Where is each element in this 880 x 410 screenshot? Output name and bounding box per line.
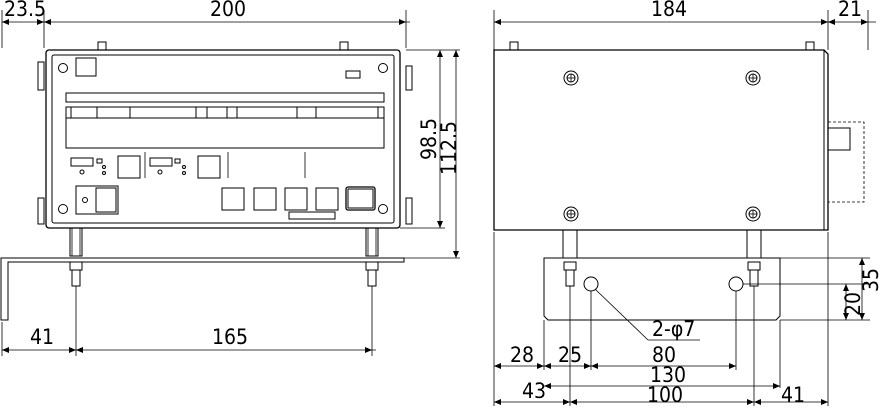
dim-35-text: 35 (859, 268, 880, 292)
led (174, 158, 181, 164)
left-handle-top (37, 61, 45, 91)
slot (70, 106, 98, 119)
mounting-hole (728, 276, 744, 292)
dim-165-text: 165 (212, 325, 248, 349)
top-foot (509, 41, 519, 51)
dim-offset-text: 23.5 (4, 0, 46, 21)
key-button-large[interactable] (345, 186, 376, 211)
dim-21-text: 21 (838, 0, 862, 21)
key-button[interactable] (315, 187, 339, 211)
connector-inner (95, 187, 117, 213)
led (96, 158, 103, 164)
mounting-bracket (0, 257, 405, 321)
top-foot (805, 41, 815, 51)
label-strip (65, 92, 385, 103)
dim-25-text: 25 (558, 343, 582, 367)
key-button[interactable] (221, 187, 245, 211)
slot (206, 106, 228, 119)
dim-width-text: 200 (210, 0, 246, 21)
standoff (746, 229, 762, 259)
dim-100-text: 100 (647, 383, 683, 407)
mounting-hole (583, 276, 599, 292)
dim-130-text: 130 (650, 363, 686, 387)
led (182, 165, 186, 169)
screw-icon (563, 206, 579, 222)
left-handle-bottom (37, 197, 45, 225)
screw-icon (58, 63, 68, 73)
top-foot-left (97, 41, 107, 51)
chassis-inner (51, 54, 395, 224)
side-bracket (543, 257, 781, 321)
standoff (562, 229, 578, 259)
front-view: 23.5 200 (0, 0, 461, 356)
key-button-large-inner (347, 188, 374, 209)
connector (75, 185, 119, 215)
screw-icon (58, 204, 68, 214)
screw-icon (563, 70, 579, 86)
led (102, 165, 106, 169)
indicator-window (345, 70, 361, 79)
right-handle-bottom (405, 197, 413, 225)
connector-pin (82, 197, 88, 203)
slot (236, 106, 298, 119)
square-button[interactable] (197, 155, 221, 179)
rear-protrusion (827, 121, 865, 203)
nut (365, 261, 379, 271)
led (102, 171, 106, 175)
screw-icon (745, 70, 761, 86)
hole-leader (594, 288, 649, 341)
bolt (367, 269, 377, 287)
nameplate (288, 211, 336, 220)
top-foot-right (339, 41, 349, 51)
dim-184-text: 184 (651, 0, 687, 21)
key-button[interactable] (253, 187, 277, 211)
display-window (65, 117, 385, 149)
bolt (565, 269, 575, 287)
mini-display (70, 157, 94, 167)
dim-112-text: 112.5 (437, 121, 461, 175)
standoff-right (365, 227, 379, 257)
slot-strip (65, 106, 385, 119)
nut (747, 261, 761, 271)
led (157, 169, 163, 175)
right-handle-top (405, 65, 413, 91)
power-switch (75, 57, 97, 77)
dim-43-text: 43 (522, 379, 546, 403)
slot (129, 106, 197, 119)
dim-41-side-text: 41 (781, 383, 805, 407)
side-body (493, 49, 829, 231)
screw-icon (745, 206, 761, 222)
hole-note-text: 2-φ7 (652, 317, 695, 341)
key-button[interactable] (284, 187, 308, 211)
led (79, 169, 85, 175)
nut (563, 261, 577, 271)
square-button[interactable] (117, 155, 141, 179)
dim-98-text: 98.5 (417, 118, 441, 160)
screw-icon (378, 204, 388, 214)
rear-connector (827, 127, 851, 151)
mini-display (149, 157, 173, 167)
led (182, 171, 186, 175)
standoff-left (69, 227, 83, 257)
screw-icon (378, 63, 388, 73)
side-view: 184 21 (493, 0, 880, 407)
dim-20-text: 20 (841, 292, 865, 316)
dim-28-text: 28 (510, 343, 534, 367)
dim-80-text: 80 (652, 343, 676, 367)
nut (69, 261, 83, 271)
dim-41-text: 41 (30, 325, 54, 349)
slot (315, 106, 379, 119)
bolt (71, 269, 81, 287)
chassis-outer (45, 49, 401, 229)
